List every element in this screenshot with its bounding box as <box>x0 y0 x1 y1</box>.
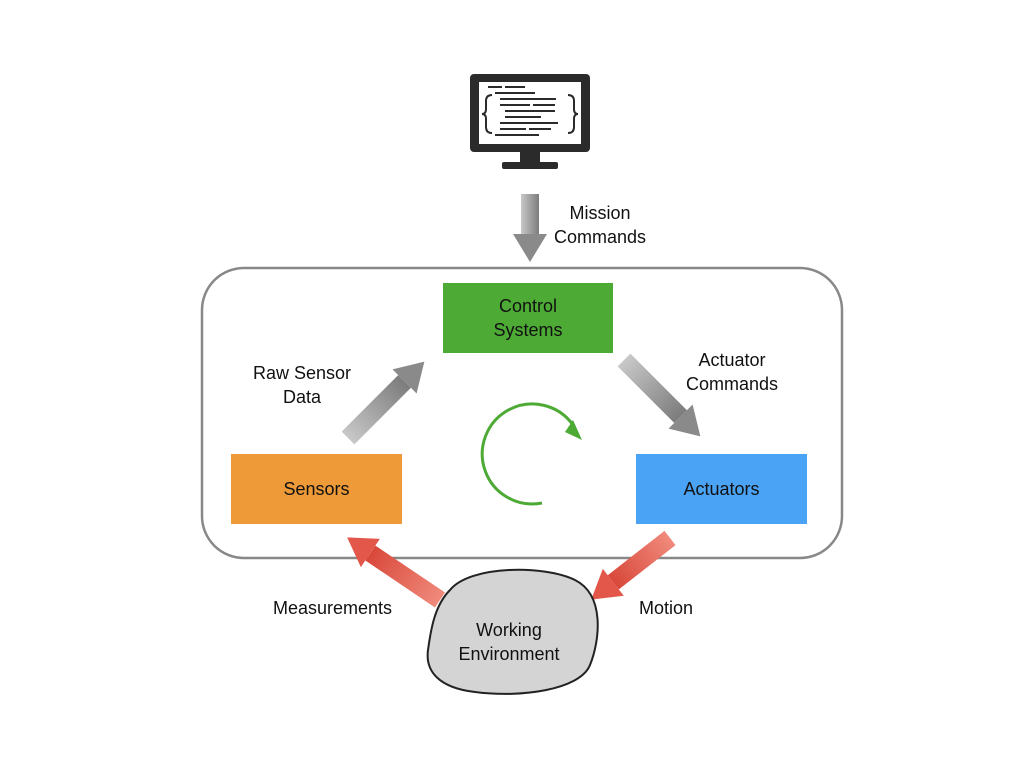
raw-sensor-data-arrow <box>341 361 425 445</box>
mission-commands-arrow <box>513 194 547 262</box>
control-systems-text: Control Systems <box>493 296 563 340</box>
mission-commands-label: Mission Commands <box>554 203 647 247</box>
actuator-commands-label: Actuator Commands <box>686 350 779 394</box>
actuator-commands-arrow <box>617 353 701 437</box>
measurements-arrow <box>347 537 446 608</box>
motion-arrow <box>591 530 676 600</box>
system-boundary <box>200 266 844 560</box>
cycle-arrow-icon <box>480 402 582 506</box>
monitor-code-icon <box>470 74 590 169</box>
sensors-node <box>231 454 402 524</box>
working-environment-node <box>426 568 599 695</box>
control-systems-node <box>443 283 613 353</box>
motion-label: Motion <box>639 598 694 618</box>
raw-sensor-data-label: Raw Sensor Data <box>253 363 352 407</box>
measurements-label: Measurements <box>273 598 393 618</box>
actuators-text: Actuators <box>683 479 760 499</box>
working-environment-text: Working Environment <box>458 620 560 664</box>
sensors-text: Sensors <box>283 479 350 499</box>
actuators-node <box>636 454 807 524</box>
